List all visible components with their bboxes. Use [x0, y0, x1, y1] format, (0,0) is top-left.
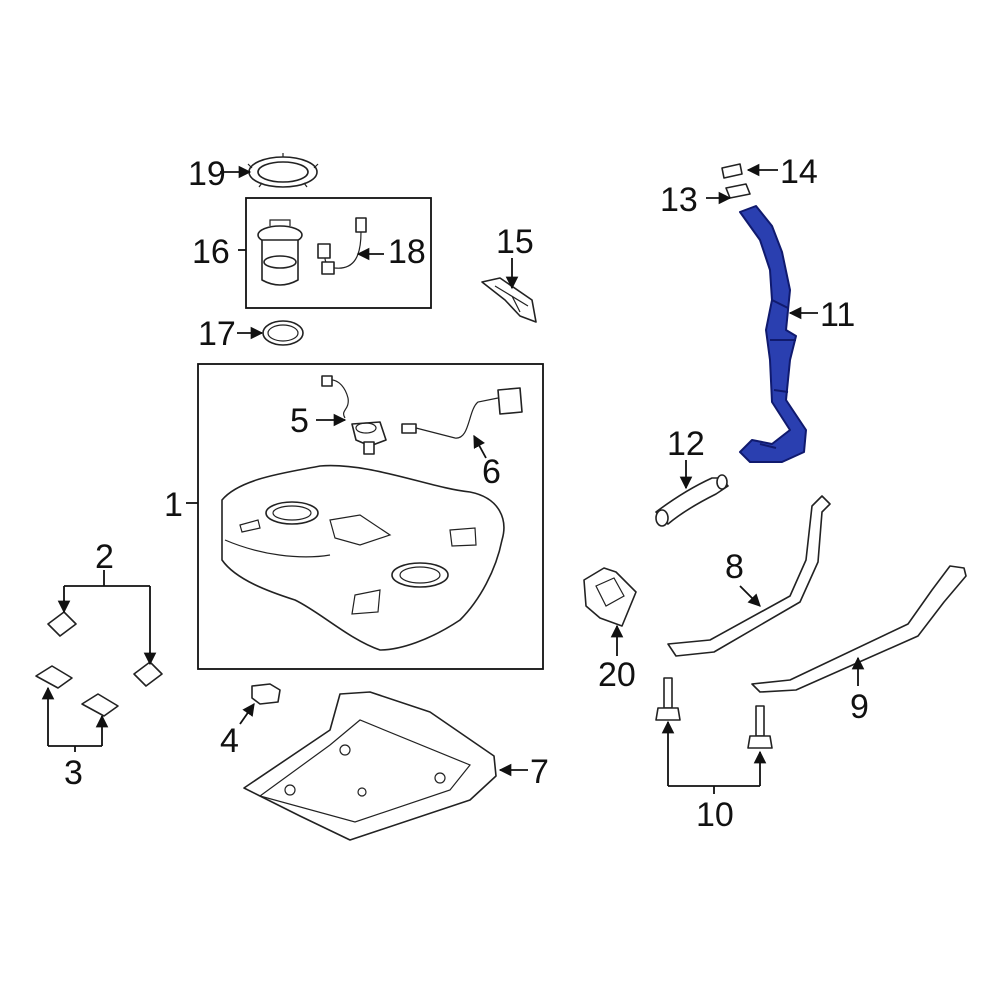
part-6-vent-hose[interactable] [401, 387, 523, 439]
callout-3: 3 [64, 754, 83, 792]
callout-20: 20 [598, 656, 636, 694]
part-3-pads[interactable] [35, 665, 119, 717]
part-18-wiring-harness[interactable] [317, 217, 367, 275]
leader-6 [473, 434, 487, 459]
part-11-filler-pipe[interactable] [739, 205, 807, 463]
callout-11: 11 [820, 296, 855, 334]
callout-14: 14 [780, 153, 818, 191]
part-4-block[interactable] [251, 683, 281, 705]
callout-9: 9 [850, 688, 869, 726]
callout-13: 13 [660, 181, 698, 219]
leader-10-lines [668, 785, 760, 794]
fuel-tank-group-box [197, 363, 544, 670]
part-16-fuel-pump-module[interactable] [257, 219, 303, 286]
part-20-bracket[interactable] [583, 567, 637, 627]
callout-12: 12 [667, 425, 705, 463]
callout-18: 18 [388, 233, 426, 271]
callout-6: 6 [482, 453, 501, 491]
callout-8: 8 [725, 548, 744, 586]
part-14-clip[interactable] [721, 163, 743, 179]
callout-7: 7 [530, 753, 549, 791]
part-15-shield[interactable] [481, 277, 537, 323]
callout-1: 1 [164, 486, 183, 524]
part-8-strap[interactable] [667, 495, 831, 657]
leader-2-lines [63, 570, 151, 664]
callout-4: 4 [220, 722, 239, 760]
callout-16: 16 [192, 233, 230, 271]
part-5-vapor-valve[interactable] [321, 375, 387, 455]
part-1-fuel-tank[interactable] [221, 464, 505, 651]
callout-10: 10 [696, 796, 734, 834]
part-10-bolts[interactable] [655, 677, 773, 749]
part-19-lock-ring[interactable] [247, 153, 319, 188]
part-2-pads[interactable] [47, 611, 163, 687]
callout-5: 5 [290, 402, 309, 440]
callout-17: 17 [198, 315, 236, 353]
callout-15: 15 [496, 223, 534, 261]
part-7-heat-shield[interactable] [243, 691, 497, 841]
fuel-pump-group-box [245, 197, 432, 309]
part-13-cap[interactable] [725, 183, 751, 199]
part-17-seal[interactable] [262, 320, 304, 346]
part-9-strap[interactable] [751, 565, 967, 693]
callout-19: 19 [188, 155, 226, 193]
leader-8 [739, 585, 761, 607]
part-12-hose[interactable] [655, 474, 729, 527]
leader-4 [239, 702, 255, 725]
callout-2: 2 [95, 538, 114, 576]
leader-3-lines [48, 745, 102, 752]
